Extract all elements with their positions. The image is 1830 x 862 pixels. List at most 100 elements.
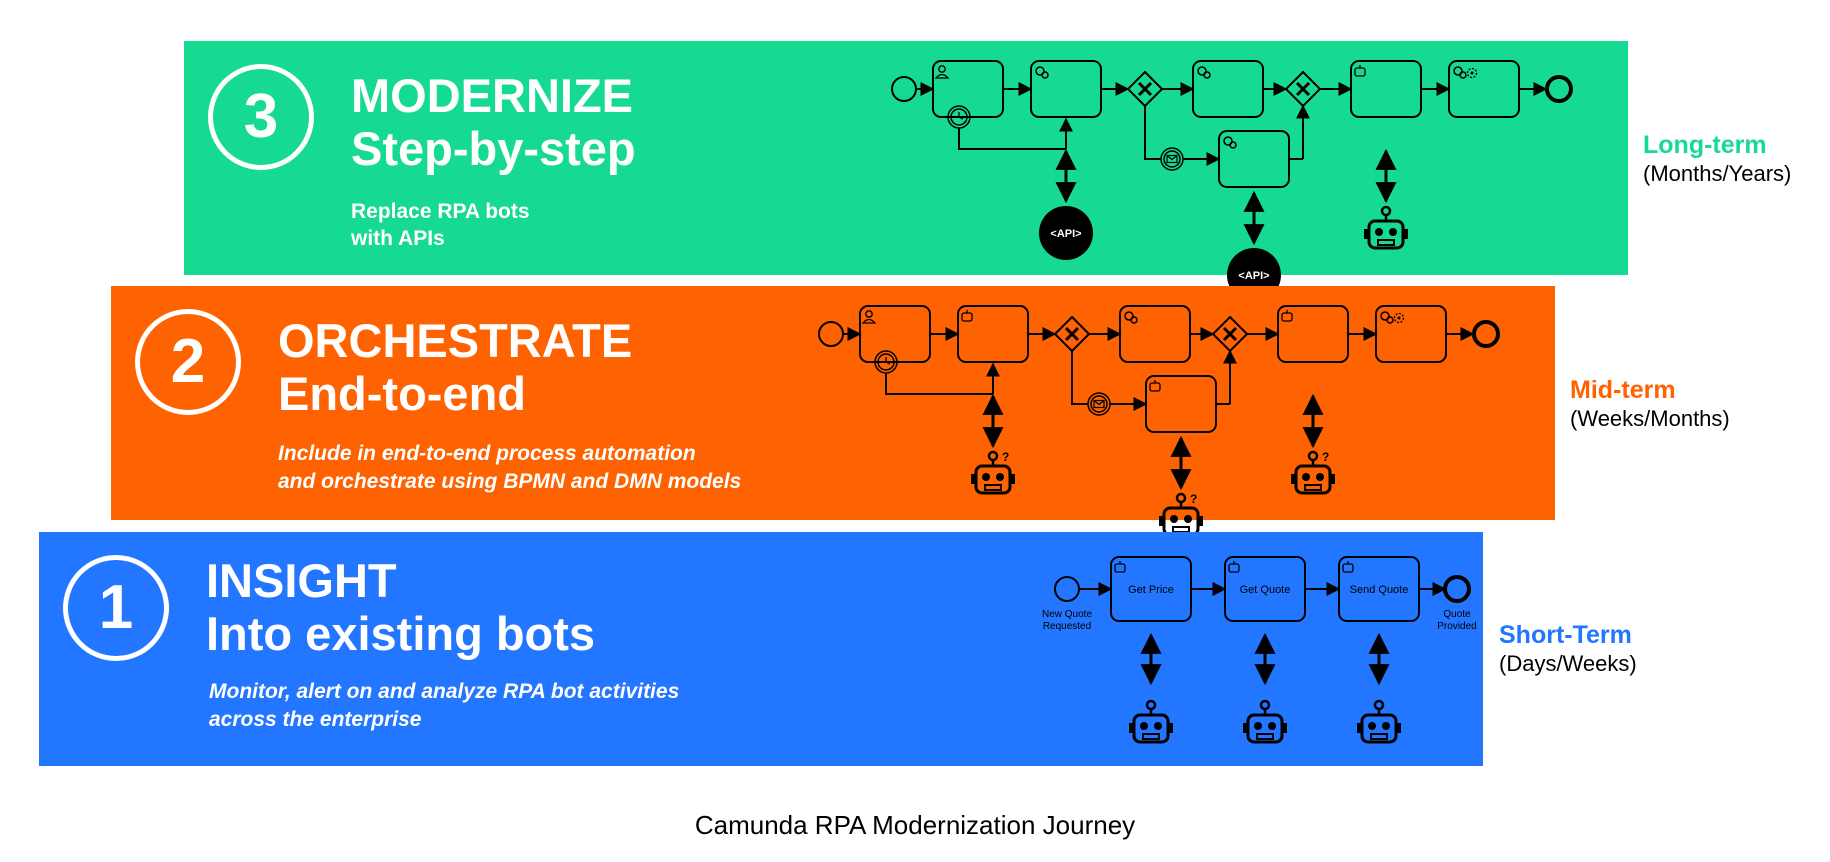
end-event <box>1472 320 1500 348</box>
horizon-range: (Weeks/Months) <box>1570 406 1730 431</box>
stage-description-line-1: Monitor, alert on and analyze RPA bot ac… <box>209 680 680 703</box>
question-mark: ? <box>1002 450 1009 464</box>
stage-description-line-1: Replace RPA bots <box>351 200 530 223</box>
sequence-flow <box>1071 351 1088 405</box>
api-label: <API> <box>1238 270 1269 282</box>
api-label: <API> <box>1050 228 1081 240</box>
stage-description-line-1: Include in end-to-end process automation <box>278 442 696 465</box>
service-task-icon <box>1035 66 1049 79</box>
robot-task-icon <box>1342 561 1354 573</box>
bpmn-task <box>859 305 931 363</box>
task-box <box>1218 130 1290 188</box>
stage-band-modernize: 3 MODERNIZE Step-by-step Replace RPA bot… <box>184 41 1628 302</box>
stage-description-line-2: across the enterprise <box>209 708 422 731</box>
stage-subtitle: End-to-end <box>278 367 526 420</box>
horizon-range: (Months/Years) <box>1643 161 1792 186</box>
sequence-flow <box>885 373 993 395</box>
sequence-flow <box>1144 106 1161 160</box>
horizon-range: (Days/Weeks) <box>1499 651 1637 676</box>
bpmn-task: Get Quote <box>1224 556 1306 622</box>
robot-icon: ? <box>971 450 1015 495</box>
exclusive-gateway <box>1126 70 1164 108</box>
stage-band-insight: 1 INSIGHT Into existing bots Monitor, al… <box>39 532 1483 766</box>
exclusive-gateway <box>1053 315 1091 353</box>
robot-icon <box>1364 205 1408 250</box>
stage-subtitle: Into existing bots <box>206 607 596 660</box>
start-event <box>891 76 917 102</box>
api-badge-icon: <API> <box>1039 206 1093 260</box>
horizon-label: Short-Term <box>1499 621 1632 649</box>
bpmn-task <box>1350 60 1422 118</box>
time-horizon-mid-term: Mid-term (Weeks/Months) <box>1570 375 1730 433</box>
task-box <box>1030 60 1102 118</box>
task-box <box>1277 305 1349 363</box>
robot-icon: ? <box>1159 492 1203 537</box>
bpmn-task <box>932 60 1004 118</box>
horizon-label: Long-term <box>1643 131 1767 159</box>
bpmn-task <box>1448 60 1520 118</box>
timer-boundary-event <box>874 350 898 374</box>
start-event <box>818 321 844 347</box>
script-task-icon <box>1393 312 1405 324</box>
start-event <box>1054 576 1080 602</box>
task-box <box>1119 305 1191 363</box>
task-label: Get Price <box>1128 584 1174 596</box>
exclusive-gateway <box>1211 315 1249 353</box>
service-task-icon <box>1453 66 1467 79</box>
bpmn-task: Send Quote <box>1338 556 1420 622</box>
stage-title: MODERNIZE <box>351 69 633 122</box>
task-box <box>957 305 1029 363</box>
stage-description-line-2: with APIs <box>351 227 445 250</box>
end-event <box>1443 575 1471 603</box>
task-box <box>1145 375 1217 433</box>
service-task-icon <box>1124 311 1138 324</box>
bpmn-task <box>1218 130 1290 188</box>
service-task-icon <box>1380 311 1394 324</box>
task-label: Get Quote <box>1240 584 1291 596</box>
bpmn-task: Get Price <box>1110 556 1192 622</box>
robot-icon <box>1243 699 1287 744</box>
stage-title: INSIGHT <box>206 554 397 607</box>
stage-description-line-2: and orchestrate using BPMN and DMN model… <box>278 470 742 493</box>
event-label: Quote <box>1443 609 1471 620</box>
bpmn-task <box>957 305 1029 363</box>
bpmn-process-diagram-modernize: <API> <API> <box>891 60 1573 302</box>
robot-icon <box>1357 699 1401 744</box>
robot-task-icon <box>1354 65 1366 77</box>
bpmn-process-diagram-orchestrate: ??? <box>818 305 1500 537</box>
horizon-label: Mid-term <box>1570 376 1676 404</box>
bpmn-task <box>1145 375 1217 433</box>
task-box <box>1448 60 1520 118</box>
figure-caption: Camunda RPA Modernization Journey <box>694 810 1136 840</box>
stage-number-circle: 2 <box>135 309 241 415</box>
process-flow: <API> <API> <box>891 60 1573 302</box>
message-event <box>1160 147 1184 171</box>
robot-task-icon <box>1228 561 1240 573</box>
robot-task-icon <box>1149 380 1161 392</box>
task-box <box>1375 305 1447 363</box>
time-horizon-short-term: Short-Term (Days/Weeks) <box>1499 620 1637 678</box>
stage-number-circle: 1 <box>63 555 169 661</box>
event-label: Provided <box>1437 621 1476 632</box>
event-label: Requested <box>1043 621 1091 632</box>
stage-number-circle: 3 <box>208 64 314 170</box>
question-mark: ? <box>1322 450 1329 464</box>
timer-boundary-event <box>947 105 971 129</box>
task-box <box>859 305 931 363</box>
stage-subtitle: Step-by-step <box>351 122 636 175</box>
end-event <box>1545 75 1573 103</box>
stage-title: ORCHESTRATE <box>278 314 633 367</box>
service-task-icon <box>1223 136 1237 149</box>
task-box <box>1350 60 1422 118</box>
exclusive-gateway <box>1284 70 1322 108</box>
bpmn-task <box>1119 305 1191 363</box>
user-task-icon <box>861 310 877 324</box>
message-event <box>1087 392 1111 416</box>
event-label: New Quote <box>1042 609 1092 620</box>
bpmn-task <box>1375 305 1447 363</box>
user-task-icon <box>934 65 950 79</box>
script-task-icon <box>1466 67 1478 79</box>
question-mark: ? <box>1190 492 1197 506</box>
